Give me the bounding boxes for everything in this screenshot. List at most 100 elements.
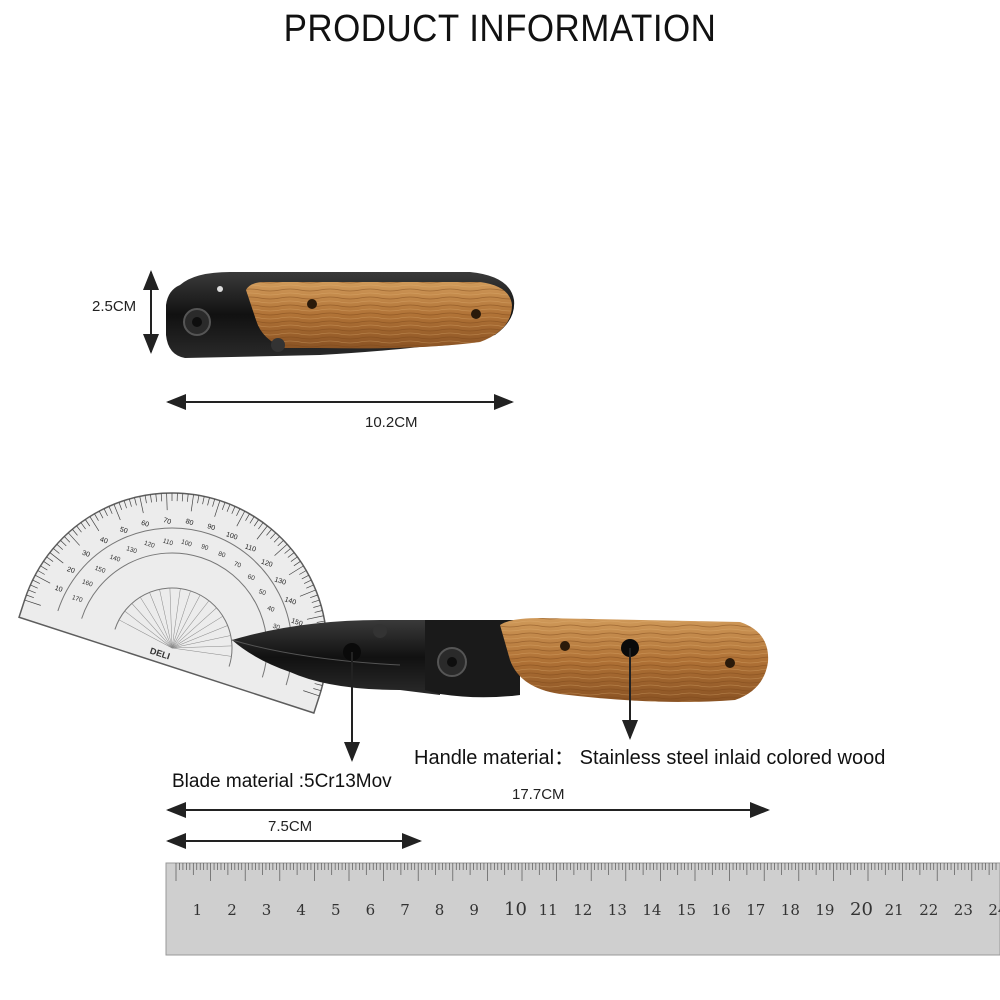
protractor-tick [40,565,48,571]
ruler-number: 15 [677,901,696,919]
protractor-tick [299,570,307,575]
ruler-number: 9 [469,901,479,919]
protractor-tick [303,579,312,584]
protractor-tick [313,688,322,692]
protractor-tick [277,540,284,547]
protractor-label: 10 [54,585,64,594]
protractor-tick [26,594,34,599]
protractor-tick [34,574,51,584]
protractor-label: 110 [162,538,174,548]
protractor-label: 120 [260,559,273,569]
height-label: 2.5CM [92,298,137,315]
blade-material-label: Blade material :5Cr13Mov [172,771,392,792]
protractor-label: 130 [125,545,138,555]
protractor-tick [166,493,168,511]
ruler-number: 20 [850,899,873,920]
protractor-tick [181,493,184,502]
handle-material-label: Handle material： Stainless steel inlaid … [414,747,886,769]
protractor-tick [113,504,121,521]
protractor-tick [284,548,291,554]
folded-knife [166,272,515,358]
protractor-label: 130 [273,576,286,586]
protractor-tick [80,522,86,530]
protractor-label: 30 [81,550,91,559]
ruler: 123456789101112131415161718192021222324 [165,862,1000,956]
protractor-spoke [118,619,173,649]
protractor-tick [171,493,173,501]
protractor-tick [123,500,127,509]
protractor-label: 20 [66,566,76,575]
protractor-label: 50 [119,526,129,535]
protractor-spoke [171,594,201,649]
protractor-label: 50 [258,588,267,597]
ruler-number: 1 [193,901,203,919]
protractor-tick [160,493,163,502]
protractor-tick [24,599,41,606]
protractor-tick [85,519,91,527]
protractor-tick [103,508,108,517]
length-label: 10.2CM [365,414,418,431]
ruler-number: 12 [573,901,592,919]
protractor-tick [155,493,157,502]
protractor-tick [76,525,82,533]
protractor-tick [311,599,320,603]
ruler-number: 3 [262,901,272,919]
protractor-label: 120 [143,540,156,550]
ruler-number: 24 [988,901,1000,919]
protractor-tick [53,548,60,554]
protractor-tick [316,620,325,623]
protractor-spoke [169,588,173,649]
protractor-tick [64,536,71,543]
open-knife [231,618,769,702]
protractor-tick [202,496,205,505]
protractor-tick [287,552,295,558]
ruler-number: 6 [366,901,376,919]
ruler-number: 10 [504,899,527,920]
protractor-label: 160 [81,579,94,589]
protractor-tick [68,532,80,546]
protractor-label: 140 [109,554,122,564]
protractor-tick [256,525,268,540]
protractor-tick [128,498,132,507]
protractor-tick [190,494,194,512]
protractor-label: 110 [244,544,257,554]
ruler-number: 18 [781,901,800,919]
protractor-tick [313,604,322,608]
protractor-tick [212,498,216,507]
protractor-spoke [171,645,232,649]
protractor-label: 170 [71,594,84,604]
ruler-number: 5 [331,901,341,919]
protractor-tick [176,493,178,502]
protractor-spoke [171,607,217,649]
ruler-number: 8 [435,901,445,919]
ruler-number: 11 [539,901,558,919]
protractor-tick [314,610,323,613]
protractor-tick [226,504,231,512]
protractor-tick [118,502,123,510]
ruler-number: 17 [746,901,765,919]
protractor-spoke [159,589,173,649]
protractor-spoke [171,615,224,649]
protractor-label: 100 [225,531,238,541]
protractor-label: 80 [185,518,195,527]
protractor-tick [139,496,144,514]
protractor-tick [72,529,78,536]
protractor-tick [98,510,104,519]
protractor-label: 60 [140,520,150,529]
protractor-tick [108,506,113,514]
protractor-tick [310,594,318,599]
protractor-tick [43,561,51,567]
protractor-spoke [171,647,232,657]
protractor-tick [46,556,54,562]
protractor-label: 90 [206,523,216,532]
protractor-tick [249,516,255,524]
protractor-tick [94,513,99,521]
protractor-tick [187,493,189,502]
protractor-tick [28,589,36,594]
protractor-label: 150 [94,565,107,575]
protractor-spoke [171,588,181,649]
protractor-label: 40 [266,605,275,614]
protractor-tick [253,519,259,527]
protractor-tick [299,589,316,597]
